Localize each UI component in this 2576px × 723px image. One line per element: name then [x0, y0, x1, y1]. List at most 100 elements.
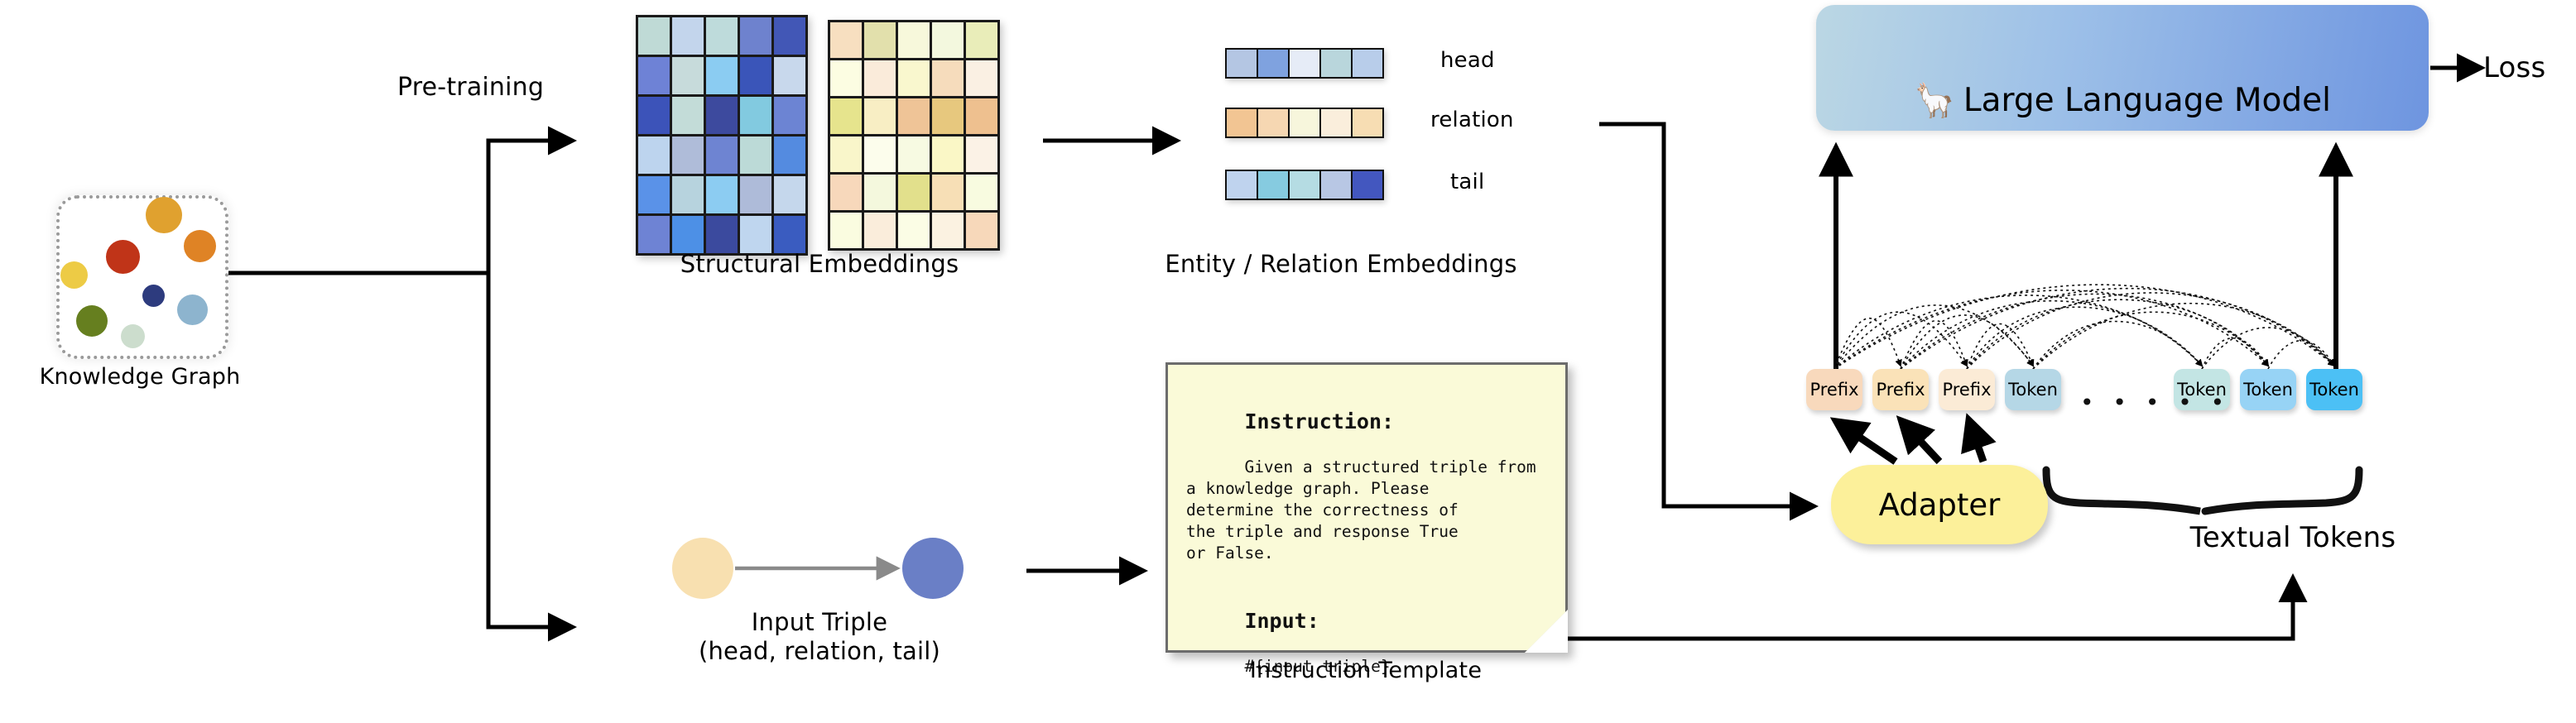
- kg-node: [60, 261, 88, 289]
- strip-label-relation: relation: [1430, 108, 1514, 132]
- matrix-cell: [706, 17, 738, 55]
- prefix-chip: Prefix: [1872, 369, 1929, 410]
- loss-label: Loss: [2483, 51, 2546, 84]
- matrix-cell: [898, 175, 930, 210]
- embedding-cell: [1353, 50, 1382, 77]
- instruction-heading: Instruction:: [1244, 409, 1395, 433]
- matrix-cell: [830, 98, 862, 134]
- matrix-cell: [638, 97, 670, 134]
- structural-embedding-matrix-blue: [636, 15, 808, 256]
- matrix-cell: [638, 136, 670, 174]
- embedding-cell: [1353, 109, 1382, 136]
- kg-node: [142, 285, 165, 307]
- matrix-cell: [672, 17, 704, 55]
- token-chip: Token: [2306, 369, 2362, 410]
- structural-embeddings-label: Structural Embeddings: [680, 250, 959, 278]
- matrix-cell: [898, 60, 930, 96]
- note-fold-cut: [1525, 610, 1568, 653]
- matrix-cell: [672, 176, 704, 213]
- matrix-cell: [898, 22, 930, 58]
- embedding-cell: [1227, 171, 1257, 199]
- embedding-cell: [1227, 50, 1257, 77]
- matrix-cell: [672, 97, 704, 134]
- matrix-cell: [774, 136, 805, 174]
- embedding-strip-head: [1225, 48, 1384, 79]
- embedding-cell: [1258, 109, 1288, 136]
- matrix-cell: [864, 60, 896, 96]
- matrix-cell: [966, 98, 997, 134]
- kg-node: [177, 294, 208, 325]
- kg-node: [184, 230, 216, 262]
- matrix-cell: [774, 216, 805, 253]
- matrix-cell: [740, 136, 771, 174]
- embedding-cell: [1353, 171, 1382, 199]
- kg-node: [76, 305, 108, 337]
- input-body: #{input triple}: [1244, 656, 1391, 676]
- matrix-cell: [706, 57, 738, 94]
- matrix-cell: [932, 136, 964, 172]
- instruction-body: Given a structured triple from a knowled…: [1186, 457, 1536, 563]
- kg-node: [106, 240, 140, 274]
- embedding-cell: [1258, 50, 1288, 77]
- matrix-cell: [932, 22, 964, 58]
- matrix-cell: [774, 17, 805, 55]
- matrix-cell: [864, 175, 896, 210]
- matrix-cell: [898, 213, 930, 248]
- prefix-chip: Prefix: [1939, 369, 1995, 410]
- strip-label-tail: tail: [1450, 170, 1485, 194]
- matrix-cell: [966, 136, 997, 172]
- matrix-cell: [672, 136, 704, 174]
- token-chip: Token: [2240, 369, 2296, 410]
- embedding-cell: [1227, 109, 1257, 136]
- input-triple-label: Input Triple (head, relation, tail): [629, 608, 1010, 667]
- instruction-note-text: Instruction: Given a structured triple f…: [1186, 386, 1554, 699]
- input-triple-head-node: [672, 538, 733, 599]
- structural-embedding-matrix-warm: [828, 20, 1000, 251]
- ellipsis-dots: • • • • •: [2080, 389, 2231, 416]
- matrix-cell: [672, 57, 704, 94]
- matrix-cell: [864, 136, 896, 172]
- matrix-cell: [638, 176, 670, 213]
- pre-training-label: Pre-training: [397, 73, 545, 102]
- matrix-cell: [740, 176, 771, 213]
- matrix-cell: [706, 97, 738, 134]
- instruction-template-note: Instruction: Given a structured triple f…: [1165, 362, 1568, 676]
- embedding-cell: [1321, 109, 1351, 136]
- strip-label-head: head: [1440, 48, 1495, 73]
- adapter-box: Adapter: [1831, 465, 2048, 544]
- matrix-cell: [638, 57, 670, 94]
- token-chip: Token: [2174, 369, 2230, 410]
- matrix-cell: [638, 17, 670, 55]
- matrix-cell: [672, 216, 704, 253]
- token-chip: Token: [2005, 369, 2061, 410]
- matrix-cell: [830, 60, 862, 96]
- adapter-label: Adapter: [1878, 486, 2001, 523]
- matrix-cell: [864, 98, 896, 134]
- matrix-cell: [966, 175, 997, 210]
- matrix-cell: [898, 98, 930, 134]
- matrix-cell: [740, 216, 771, 253]
- matrix-cell: [932, 175, 964, 210]
- matrix-cell: [740, 17, 771, 55]
- input-heading: Input:: [1244, 608, 1319, 633]
- matrix-cell: [706, 176, 738, 213]
- matrix-cell: [830, 175, 862, 210]
- matrix-cell: [898, 136, 930, 172]
- matrix-cell: [706, 216, 738, 253]
- embedding-strip-relation: [1225, 108, 1384, 138]
- matrix-cell: [774, 176, 805, 213]
- large-language-model-box: 🦙 Large Language Model: [1816, 5, 2429, 131]
- kg-node: [146, 197, 182, 233]
- matrix-cell: [932, 213, 964, 248]
- input-triple-subtitle: (head, relation, tail): [698, 637, 941, 666]
- kg-node: [121, 324, 145, 348]
- matrix-cell: [774, 97, 805, 134]
- matrix-cell: [966, 60, 997, 96]
- matrix-cell: [864, 22, 896, 58]
- matrix-cell: [638, 216, 670, 253]
- llm-title: Large Language Model: [1963, 82, 2331, 119]
- embedding-cell: [1290, 171, 1319, 199]
- embedding-strip-tail: [1225, 170, 1384, 200]
- matrix-cell: [830, 136, 862, 172]
